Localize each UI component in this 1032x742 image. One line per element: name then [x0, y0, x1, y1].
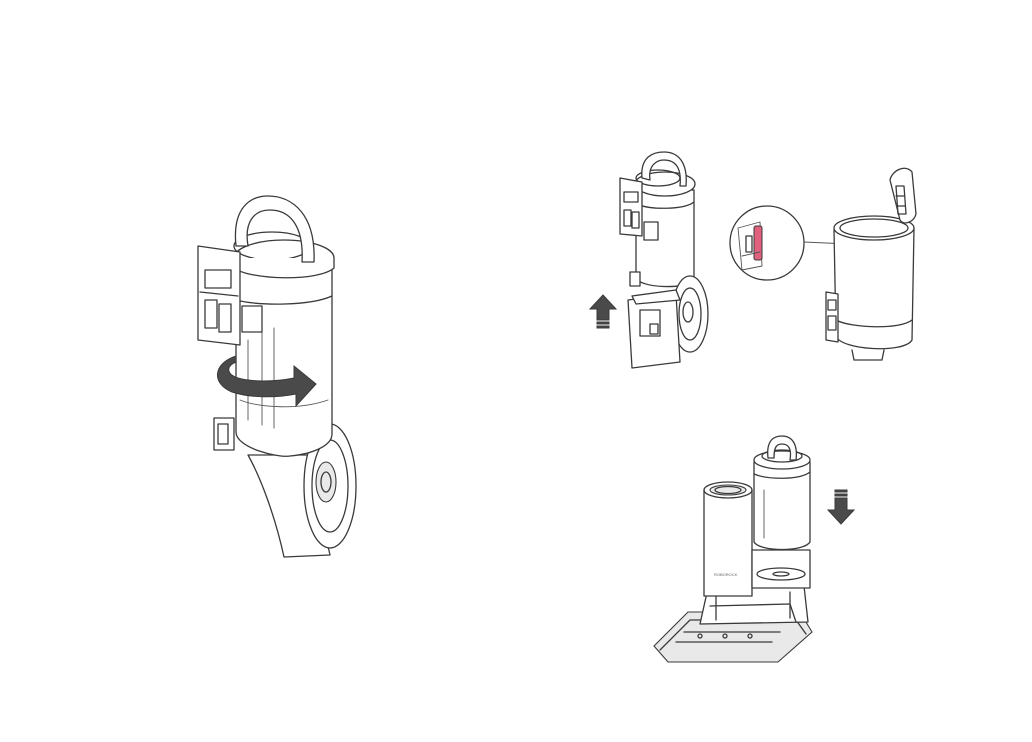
open-bin: [826, 168, 916, 360]
panel-install-on-dock: ROBOROCK: [654, 436, 854, 662]
panel-open-lid-detail: [730, 168, 916, 360]
panel-twist-release: [198, 196, 356, 557]
bin-being-docked: [754, 436, 810, 550]
panel-lift-off-bin: [590, 152, 708, 368]
down-arrow-icon: [828, 490, 854, 524]
vacuum-base-unit: [628, 276, 708, 368]
magnifier-callout-icon: [730, 206, 848, 280]
dust-bin-cylinder: [198, 196, 334, 456]
svg-text:ROBOROCK: ROBOROCK: [714, 572, 738, 577]
up-arrow-icon: [590, 295, 616, 328]
lifted-bin: [620, 152, 695, 287]
